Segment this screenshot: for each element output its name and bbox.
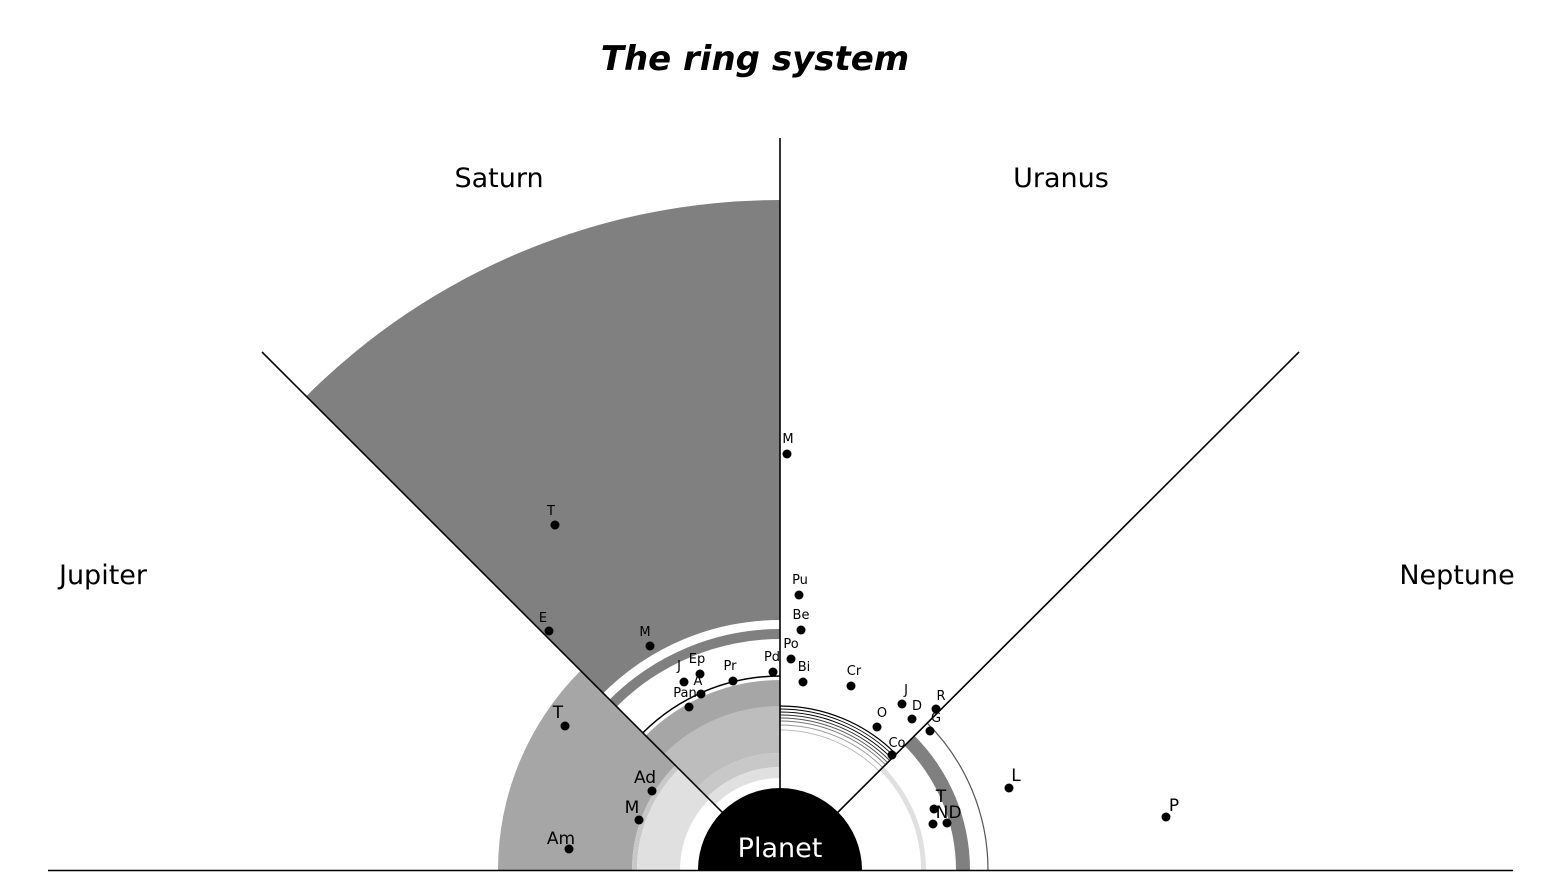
uranus-epsilon-ring <box>779 705 897 755</box>
rings-layer <box>306 200 989 871</box>
uranus-4-ring <box>779 724 883 768</box>
moon-dot <box>786 654 796 664</box>
moon-label: T <box>546 504 555 519</box>
moon-dot <box>634 815 644 825</box>
diagram-title: The ring system <box>601 39 909 79</box>
uranus-6-ring <box>779 729 880 772</box>
moon-label: Am <box>547 829 575 849</box>
saturn-f-ring <box>642 675 781 734</box>
moon-label: P <box>1169 796 1179 816</box>
moons-jupiter: T Ad M Am <box>547 703 657 854</box>
moon-label: Be <box>793 608 810 623</box>
sector-dividers <box>48 138 1513 872</box>
moon-dot <box>846 681 856 691</box>
saturn-b-ring <box>664 706 780 788</box>
moon-dot <box>647 786 657 796</box>
planet-label-neptune: Neptune <box>1399 560 1514 591</box>
moon-dot <box>794 590 804 600</box>
saturn-d-ring <box>707 767 780 805</box>
moon-dot <box>942 818 952 828</box>
uranus-gamma-ring <box>779 711 893 759</box>
saturn-c-ring <box>697 753 780 798</box>
planet-disc <box>698 788 862 870</box>
moon-dot <box>796 625 806 635</box>
planet-label-uranus: Uranus <box>1013 163 1109 194</box>
moons-saturn: T E M Ep J A Pan Pr Pd <box>539 504 780 712</box>
moon-label: Pan <box>673 686 696 701</box>
moon-label: M <box>639 625 650 640</box>
planet-label-jupiter: Jupiter <box>57 560 148 591</box>
planet-core-label: Planet <box>738 833 823 864</box>
saturn-g-ring <box>609 629 780 707</box>
moon-dot <box>696 689 706 699</box>
uranus-eta-ring <box>779 714 890 761</box>
moon-dot <box>1004 783 1014 793</box>
planet-body: Planet <box>698 788 862 870</box>
uranus-delta-ring <box>779 708 895 757</box>
moon-label: Pd <box>764 650 780 665</box>
uranus-beta-ring <box>779 717 888 763</box>
moon-label: Po <box>783 637 798 652</box>
moon-label: Co <box>888 736 905 751</box>
moon-dot <box>887 750 897 760</box>
moon-label: M <box>625 798 640 818</box>
moon-label: J <box>903 683 908 698</box>
jupiter-gossamer-ring <box>498 670 676 870</box>
moon-dot <box>907 714 917 724</box>
moon-dot <box>929 804 939 814</box>
moon-label: Cr <box>847 664 862 679</box>
moon-dot <box>645 641 655 651</box>
moon-label: Bi <box>798 660 811 675</box>
jupiter-main-ring <box>632 765 679 870</box>
moon-label: Pr <box>724 659 738 674</box>
moon-dot <box>925 726 935 736</box>
moons-uranus: M Pu Be Po Bi Cr J D R O G Co <box>782 432 946 760</box>
moon-label: J <box>676 659 681 674</box>
moon-dot <box>1161 812 1171 822</box>
moon-dot <box>544 626 554 636</box>
moon-dot <box>550 520 560 530</box>
moon-label: A <box>694 674 703 689</box>
moon-dot <box>872 722 882 732</box>
moon-dot <box>897 699 907 709</box>
moon-dot <box>560 721 570 731</box>
moon-label: G <box>931 711 941 726</box>
moon-label: Pu <box>792 573 808 588</box>
saturn-e-ring <box>306 200 780 694</box>
moon-dot <box>695 669 705 679</box>
moon-label: Ad <box>634 768 656 788</box>
moon-label: N <box>936 803 949 823</box>
moons-neptune: L P T N D <box>928 766 1179 829</box>
moon-dot <box>798 677 808 687</box>
moon-label: D <box>948 803 961 823</box>
jupiter-halo-ring <box>637 768 710 870</box>
moon-dot <box>782 449 792 459</box>
moon-dot <box>728 676 738 686</box>
neptune-galle-ring <box>879 766 926 870</box>
moon-label: O <box>877 706 887 721</box>
moon-label: Ep <box>689 652 705 667</box>
moon-label: M <box>782 432 793 447</box>
moon-dot <box>928 819 938 829</box>
moon-dot <box>931 704 941 714</box>
moon-label: R <box>936 689 945 704</box>
neptune-adams-ring <box>904 735 970 870</box>
moon-dot <box>679 677 689 687</box>
moon-label: T <box>935 787 947 807</box>
divider-left-diagonal <box>261 351 781 871</box>
moon-label: D <box>912 699 922 714</box>
uranus-alpha-ring <box>779 720 886 765</box>
moon-dot <box>684 702 694 712</box>
moon-label: L <box>1011 766 1021 786</box>
neptune-outer-ring <box>926 722 989 871</box>
moon-label: E <box>539 611 547 626</box>
planet-label-saturn: Saturn <box>454 163 543 194</box>
moon-dot <box>768 667 778 677</box>
moon-dot <box>564 844 574 854</box>
moon-label: T <box>552 703 564 723</box>
divider-right-diagonal <box>779 351 1300 871</box>
